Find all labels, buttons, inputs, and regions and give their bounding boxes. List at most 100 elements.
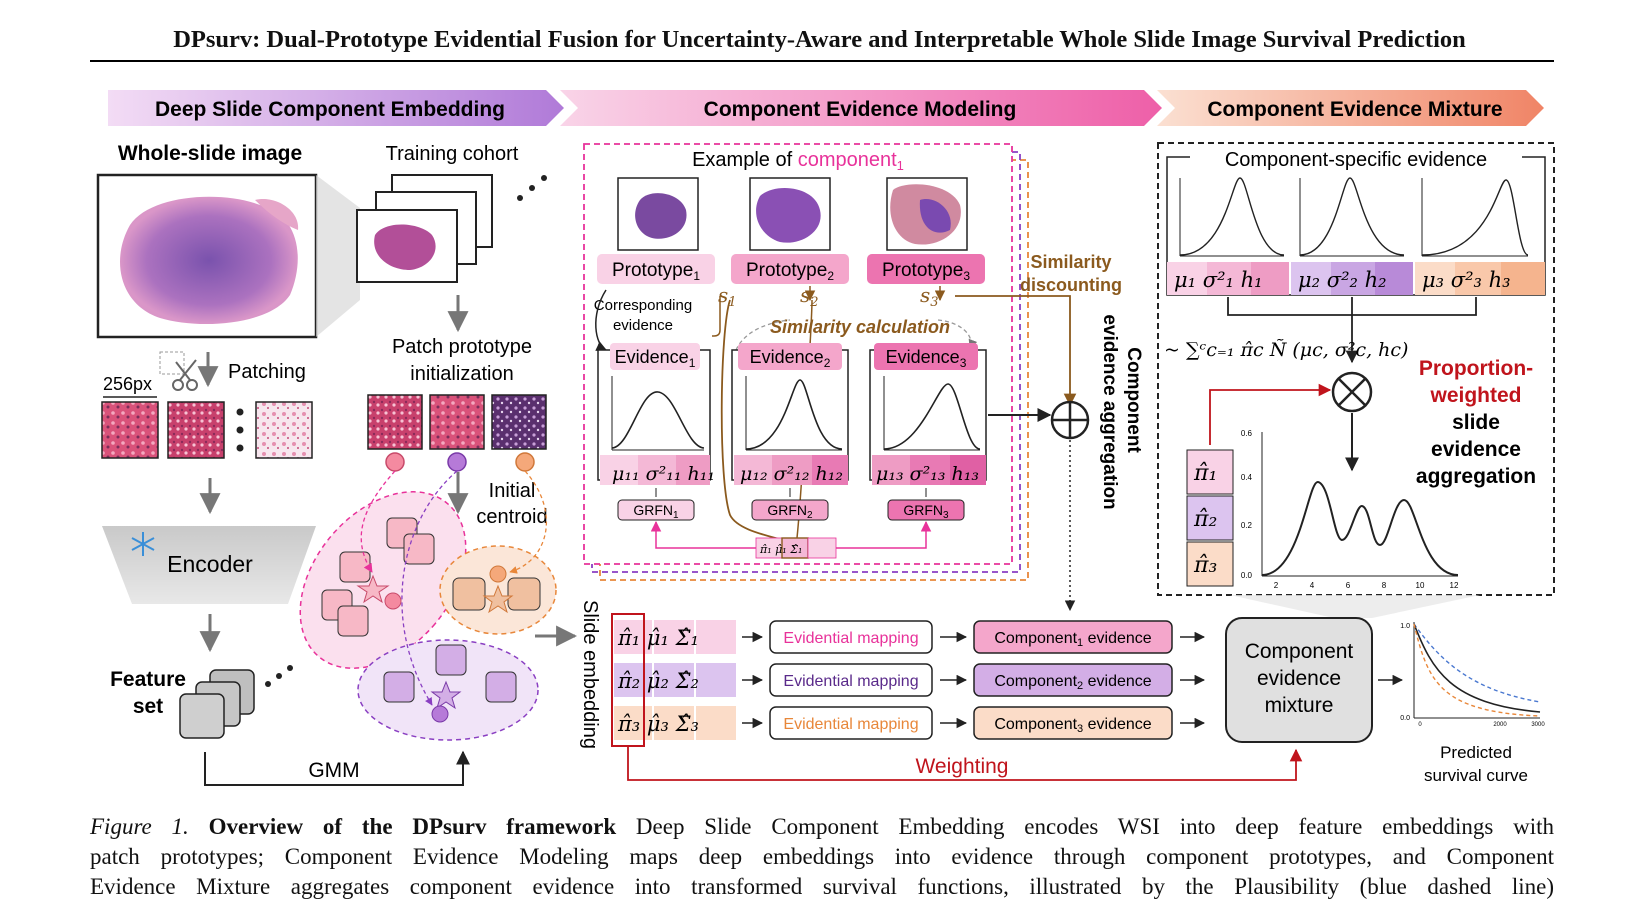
centroid-dot-pink (385, 452, 405, 472)
evidential-mapping-2 (769, 663, 933, 697)
grfn-feed-3 (836, 520, 932, 549)
proto-patch-1 (367, 394, 423, 450)
similarity-s3: s3 (920, 283, 939, 310)
encoder-block (102, 526, 316, 604)
prototype-thumb-3 (886, 177, 968, 251)
centroid-dot-purple (447, 452, 467, 472)
grfn-feed-1 (650, 520, 756, 549)
predicted-line2: survival curve (1424, 766, 1528, 785)
svg-text:s1: s1 (718, 283, 737, 310)
evidential-mapping-3-label: Evidential mapping (783, 716, 918, 733)
svg-text:12: 12 (1450, 581, 1459, 590)
embedding-row-3: π̂₃ μ̂₃ Σ̂₃ (614, 706, 736, 740)
similarity-disc-line2: discounting (1020, 275, 1122, 295)
aggregation-oplus-icon (1050, 400, 1090, 440)
proportion-line2: weighted (1429, 384, 1521, 407)
component-params-mini: π̂₁ μ̂₁ Σ̂₁ (755, 537, 837, 559)
svg-text:μ₁ σ²₁ h₁: μ₁ σ²₁ h₁ (1174, 268, 1263, 292)
mixture-box-line3: mixture (1265, 694, 1334, 717)
snowflake-icon (131, 532, 155, 556)
figure-caption: Figure 1. Overview of the DPsurv framewo… (90, 812, 1554, 902)
patching-label: Patching (228, 361, 306, 383)
svg-text:0.2: 0.2 (1241, 521, 1253, 530)
patch-ellipsis (236, 408, 244, 452)
proto-patch-3 (491, 394, 547, 450)
svg-text:π̂₂ μ̂₂ Σ̂₂: π̂₂ μ̂₂ Σ̂₂ (617, 669, 699, 693)
patch-proto-line1: Patch prototype (392, 336, 532, 358)
proportion-line5: aggregation (1416, 465, 1536, 488)
section-banner-1: Deep Slide Component Embedding (108, 90, 564, 126)
proto-patch-2 (429, 394, 485, 450)
mixture-param-row-1: μ₁ σ²₁ h₁ (1167, 262, 1289, 295)
weighting-arrow (627, 746, 1303, 781)
otimes-icon (1331, 371, 1373, 413)
pi-to-otimes-arrow (1209, 383, 1332, 445)
corresponding-line2: evidence (613, 317, 673, 334)
sim-arc-left (735, 319, 791, 351)
svg-text:Evidence3: Evidence3 (886, 347, 967, 370)
init-path-pink (360, 470, 396, 573)
svg-text:2: 2 (1274, 581, 1279, 590)
corresponding-line1: Corresponding (594, 297, 692, 314)
mixture-bracket (1227, 297, 1477, 362)
mixture-funnel (1230, 595, 1480, 618)
component-evidence-3-label: Component3 evidence (994, 716, 1151, 735)
evidential-mapping-3 (769, 706, 933, 740)
paper-title: DPsurv: Dual-Prototype Evidential Fusion… (173, 26, 1466, 53)
svg-text:0.0: 0.0 (1400, 715, 1410, 722)
mixture-density-plot: 0.6 0.4 0.2 0.0 2 4 6 8 10 12 (1241, 429, 1459, 590)
similarity-s1: s1 (718, 283, 737, 310)
mixture-box-line1: Component (1245, 640, 1354, 663)
proportion-line3: slide (1452, 411, 1500, 434)
proportion-line4: evidence (1431, 438, 1521, 461)
gmm-arrow (204, 750, 470, 786)
similarity-calc-label: Similarity calculation (770, 317, 950, 337)
svg-text:GRFN2: GRFN2 (767, 502, 813, 521)
component-evidence-2-label: Component2 evidence (994, 673, 1151, 692)
svg-text:2000: 2000 (1493, 722, 1507, 728)
svg-text:μ₁₁ σ²₁₁ h₁₁: μ₁₁ σ²₁₁ h₁₁ (612, 463, 715, 485)
svg-text:π̂₃: π̂₃ (1193, 553, 1217, 578)
mini-curve-1 (1179, 177, 1285, 257)
svg-text:Evidence2: Evidence2 (750, 347, 831, 370)
mixture-param-row-2: μ₂ σ²₂ h₂ (1291, 262, 1413, 295)
initial-line1: Initial (489, 480, 536, 502)
title-rule (90, 60, 1554, 62)
patch-proto-line2: initialization (410, 363, 513, 385)
training-cohort-stack (356, 174, 547, 283)
mapping-row-3: Evidential mapping Component3 evidence (742, 706, 1206, 740)
component-evidence-mixture-box: Component evidence mixture (1225, 617, 1373, 743)
svg-text:Prototype3: Prototype3 (882, 260, 970, 283)
svg-text:μ₃ σ²₃ h₃: μ₃ σ²₃ h₃ (1422, 268, 1511, 292)
svg-text:10: 10 (1416, 581, 1425, 590)
corresponding-arrow (595, 289, 607, 351)
component-specific-title-bg (1190, 148, 1522, 170)
init-path-orange (509, 470, 547, 574)
embedding-row-1: π̂₁ μ̂₁ Σ̂₁ (614, 620, 736, 654)
caption-bold: Overview of the DPsurv framework (208, 814, 617, 839)
svg-text:1.0: 1.0 (1400, 623, 1410, 630)
svg-text:π̂₂: π̂₂ (1193, 507, 1217, 532)
proportion-line1: Proportion- (1419, 357, 1533, 380)
encoder-label: Encoder (167, 551, 253, 577)
svg-text:8: 8 (1382, 581, 1387, 590)
mini-curve-2 (1299, 177, 1405, 257)
feature-set-stack (179, 665, 293, 739)
example-heading: Example of component1 (692, 149, 904, 173)
section-title-1: Deep Slide Component Embedding (155, 98, 505, 121)
mapping-row-1: Evidential mapping Component1 evidence (742, 620, 1206, 654)
caption-line1-rest: Deep Slide Component Embedding encodes W… (616, 814, 1554, 839)
mixture-param-row-3: μ₃ σ²₃ h₃ (1415, 262, 1545, 295)
section-banner-2: Component Evidence Modeling (560, 90, 1162, 126)
cluster-pink (299, 491, 467, 669)
embedding-row-2: π̂₂ μ̂₂ Σ̂₂ (614, 663, 736, 697)
svg-text:μ₁₃ σ²₁₃ h₁₃: μ₁₃ σ²₁₃ h₁₃ (876, 463, 979, 485)
section-banner-3: Component Evidence Mixture (1157, 90, 1544, 126)
mini-curve-3 (1421, 178, 1529, 257)
scissors-icon (159, 351, 198, 391)
svg-text:0.6: 0.6 (1241, 429, 1253, 438)
caption-label: Figure 1. (90, 814, 189, 839)
centroid-dot-orange (515, 452, 535, 472)
svg-text:π̂₁ μ̂₁ Σ̂₁: π̂₁ μ̂₁ Σ̂₁ (617, 626, 699, 650)
param-row-1: μ₁₁ σ²₁₁ h₁₁ (600, 455, 715, 485)
